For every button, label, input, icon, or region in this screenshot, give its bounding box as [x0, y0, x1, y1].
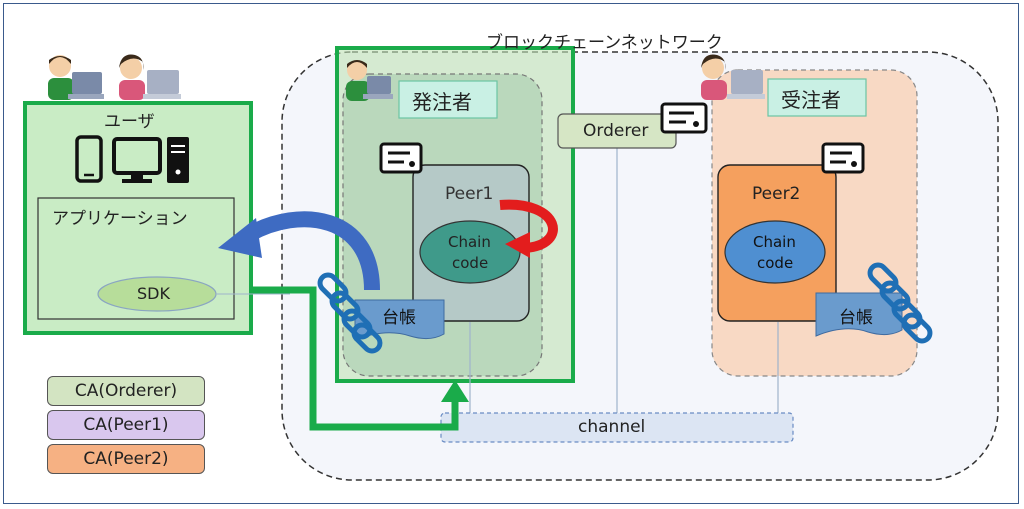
chain-icon-ledger2 — [867, 262, 933, 344]
user-panel-title: ユーザ — [104, 112, 155, 132]
orderer-label: Orderer — [583, 121, 649, 141]
orderer-company-name: 発注者 — [412, 90, 472, 114]
blue-response-arrow — [244, 211, 380, 291]
desktop-tower-icon — [167, 137, 189, 183]
channel-label: channel — [578, 417, 646, 437]
ca-peer2-box: CA(Peer2) — [47, 444, 205, 474]
orderer-company-name-box — [398, 80, 498, 119]
chaincode1-label-line2: code — [452, 254, 489, 272]
transaction-flow-path — [251, 286, 459, 431]
contractor-company-name: 受注者 — [781, 88, 841, 112]
chaincode1-ellipse — [419, 220, 521, 284]
application-label: アプリケーション — [52, 209, 188, 229]
peer1-label: Peer1 — [445, 184, 494, 204]
ca-peer1-box: CA(Peer1) — [47, 410, 205, 440]
certificate-icon-org1 — [379, 142, 423, 174]
chaincode2-label-line2: code — [757, 254, 794, 272]
smartphone-icon — [75, 135, 103, 183]
red-invoke-arrow — [499, 199, 558, 253]
peer2-label: Peer2 — [752, 184, 801, 204]
user-person-1-icon — [44, 52, 104, 102]
chaincode1-label-line1: Chain — [448, 233, 491, 251]
sdk-label: SDK — [137, 284, 170, 303]
network-title: ブロックチェーンネットワーク — [486, 33, 723, 53]
ledger1-label: 台帳 — [382, 308, 416, 328]
contractor-company-name-box — [767, 78, 867, 117]
contractor-person-icon — [695, 52, 765, 102]
monitor-icon — [112, 137, 162, 183]
chaincode2-ellipse — [724, 220, 826, 284]
orderer-person-icon — [343, 56, 393, 106]
ledger2-label: 台帳 — [839, 308, 873, 328]
red-invoke-arrowhead — [505, 232, 530, 258]
chaincode2-label-line1: Chain — [753, 233, 796, 251]
transaction-flow-arrowhead — [441, 380, 469, 402]
ledger2-shape — [815, 292, 903, 337]
chain-icon-ledger1 — [317, 272, 383, 354]
user-person-2-icon — [113, 52, 181, 102]
certificate-icon-org2 — [821, 142, 865, 174]
diagram-frame — [3, 3, 1019, 504]
ca-orderer-box: CA(Orderer) — [47, 376, 205, 406]
blue-response-arrowhead — [218, 218, 262, 258]
certificate-icon-orderer — [660, 102, 708, 134]
